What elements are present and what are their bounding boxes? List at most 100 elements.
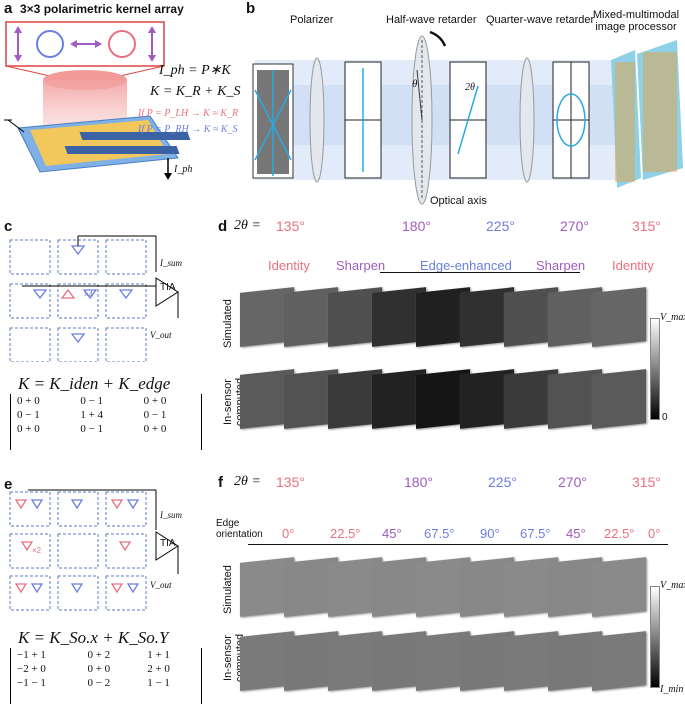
isum-label-c: I_sum <box>160 258 182 268</box>
circuit-c <box>9 235 179 362</box>
matrix-row: 0 − 1 1 + 4 0 − 1 <box>11 408 201 422</box>
red-photodiode <box>60 288 76 299</box>
angle-135-f: 135° <box>276 474 305 490</box>
eq-lh: If P = P_LH → K ≈ K_R <box>138 108 239 119</box>
tia-symbol <box>155 277 179 307</box>
orientation-label: 67.5° <box>520 526 551 541</box>
orientation-label: 45° <box>566 526 586 541</box>
angle-315: 315° <box>632 218 661 234</box>
x4-label: ×4 <box>84 290 94 299</box>
eq-k: K = K_R + K_S <box>150 84 241 99</box>
x2-label: ×2 <box>32 546 42 555</box>
angle-315-f: 315° <box>632 474 661 490</box>
vout-label-c: V_out <box>150 330 172 340</box>
edge-orientation-label: Edge orientation <box>216 518 263 540</box>
panel-d-label: d <box>218 218 228 235</box>
colorbar-f <box>650 586 660 688</box>
circuit-e <box>9 489 179 611</box>
panel-b-label: b <box>246 0 256 17</box>
matrix-cell: 1 − 1 <box>147 677 170 689</box>
tia-label-e: TIA <box>160 538 176 549</box>
panel-f-label: f <box>218 474 223 491</box>
eq-k-c: K = K_iden + K_edge <box>18 374 171 393</box>
matrix-cell: −1 + 1 <box>17 649 46 661</box>
matrix-cell: 1 + 1 <box>147 649 170 661</box>
panel-a-label: a <box>4 0 13 17</box>
mode-sharpen-2: Sharpen <box>536 258 586 273</box>
angle-180: 180° <box>402 218 431 234</box>
orientation-label: 22.5° <box>330 526 361 541</box>
colorbar-min-d: 0 <box>662 412 668 423</box>
angle-135: 135° <box>276 218 305 234</box>
tia-symbol-e <box>155 531 179 561</box>
matrix-cell: 0 + 0 <box>17 423 40 435</box>
image-thumbnail <box>592 369 646 429</box>
tia-label-c: TIA <box>160 282 176 293</box>
edge-range-arrow <box>380 272 580 273</box>
two-theta-f: 2θ = <box>234 474 261 489</box>
isum-label-e: I_sum <box>160 510 182 520</box>
vout-label-e: V_out <box>150 580 172 590</box>
two-theta-label: 2θ <box>465 82 475 93</box>
matrix-row: −1 + 1 0 + 2 1 + 1 <box>11 648 201 662</box>
eq-rh: If P = P_RH → K ≈ K_S <box>138 124 238 135</box>
colorbar-min-f: I_min <box>660 684 684 695</box>
optical-axis-label: Optical axis <box>430 195 487 207</box>
colorbar-max-f: V_max <box>660 580 685 591</box>
image-thumbnail <box>592 287 646 347</box>
image-thumbnail <box>592 631 646 691</box>
angle-225-f: 225° <box>488 474 517 490</box>
processor-label: Mixed-multimodal image processor <box>592 9 680 33</box>
colorbar-max-d: V_max <box>660 312 685 323</box>
matrix-cell: 0 + 0 <box>87 663 111 675</box>
orientation-label: 0° <box>648 526 661 541</box>
matrix-cell: 0 − 1 <box>80 423 104 435</box>
matrix-cell: 0 + 0 <box>143 395 167 407</box>
orientation-arrow <box>248 544 668 545</box>
iph-label: I_ph <box>174 164 193 175</box>
panel-c-label: c <box>4 218 13 235</box>
pixel-rows <box>64 132 191 154</box>
matrix-row: −2 + 0 0 + 0 2 + 0 <box>11 662 201 676</box>
colorbar-d <box>650 318 660 420</box>
matrix-cell: −1 − 1 <box>17 677 46 689</box>
eq-k-e: K = K_So.x + K_So.Y <box>18 628 169 647</box>
matrix-cell: 0 + 0 <box>143 423 167 435</box>
row-label-sim-d: Simulated <box>222 290 234 350</box>
matrix-cell: 0 − 1 <box>143 409 167 421</box>
orientation-label: 67.5° <box>424 526 455 541</box>
panel-a-diagram <box>4 21 191 180</box>
lh-circular-icon <box>108 30 136 58</box>
orientation-label: 45° <box>382 526 402 541</box>
panel-e-label: e <box>4 476 13 493</box>
orientation-label: 22.5° <box>604 526 635 541</box>
matrix-cell: 0 + 2 <box>87 649 111 661</box>
angle-180-f: 180° <box>404 474 433 490</box>
matrix-cell: 0 − 1 <box>17 409 40 421</box>
polarizer-element <box>309 57 325 183</box>
mode-edge: Edge-enhanced <box>420 258 512 273</box>
orientation-label: 0° <box>282 526 295 541</box>
angle-225: 225° <box>486 218 515 234</box>
orientation-label: 90° <box>480 526 500 541</box>
theta-label: θ <box>412 78 418 90</box>
panel-a-title: 3×3 polarimetric kernel array <box>20 2 184 16</box>
angle-270: 270° <box>560 218 589 234</box>
qwp-label: Quarter-wave retarder <box>486 14 595 26</box>
two-theta-d: 2θ = <box>234 218 261 233</box>
angle-270-f: 270° <box>558 474 587 490</box>
matrix-row: 0 + 0 0 − 1 0 + 0 <box>11 422 201 436</box>
processor-chip <box>611 40 683 188</box>
matrix-cell: 1 + 4 <box>80 409 104 421</box>
hwp-label: Half-wave retarder <box>386 14 477 26</box>
rh-circular-icon <box>36 30 64 58</box>
matrix-cell: −2 + 0 <box>17 663 46 675</box>
matrix-cell: 2 + 0 <box>147 663 170 675</box>
polarizer-label: Polarizer <box>290 14 334 26</box>
image-thumbnail <box>592 557 646 617</box>
optical-setup <box>252 30 683 205</box>
row-label-text: Simulated <box>222 299 234 348</box>
